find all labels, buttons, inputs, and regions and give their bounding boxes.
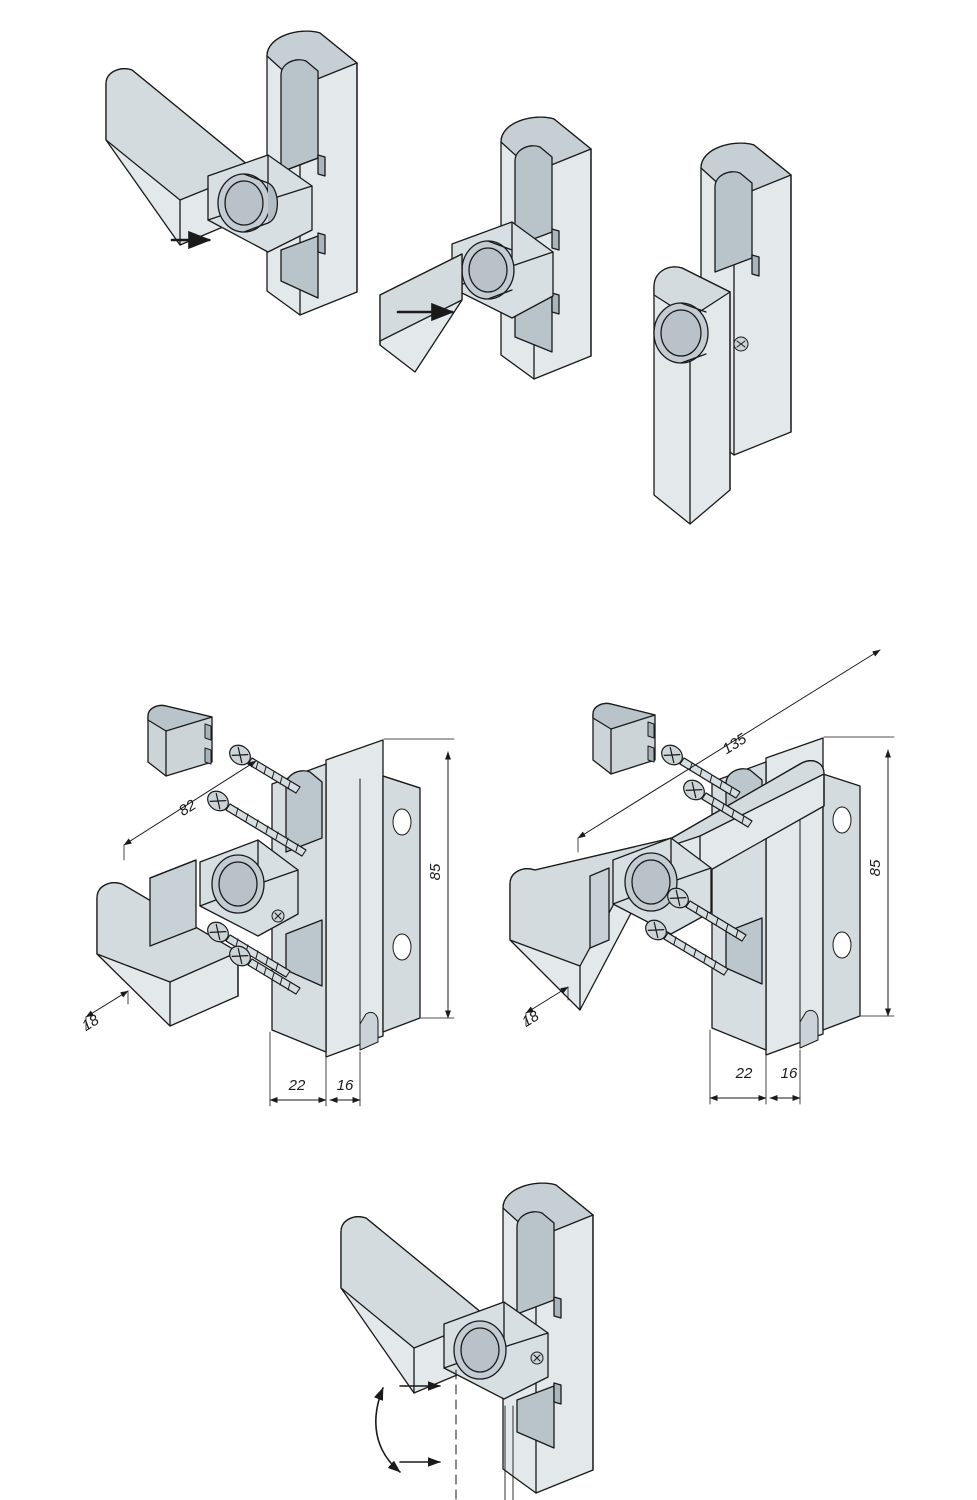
dim-22-right-label: 22 — [735, 1065, 753, 1082]
dim-22-left-label: 22 — [288, 1077, 306, 1094]
step-1-illustration — [105, 30, 358, 316]
dim-82-label: 82 — [176, 796, 200, 820]
dim-18-left-label: 18 — [79, 1011, 103, 1035]
dimension-view-right — [509, 649, 895, 1105]
dim-18r-line — [525, 986, 569, 1014]
dimension-view-left — [85, 704, 455, 1107]
panel-edge-lines — [504, 1405, 514, 1500]
dim-85-left-label: 85 — [427, 863, 444, 880]
dim-16-left-label: 16 — [337, 1077, 354, 1094]
dim-85-right-label: 85 — [867, 859, 884, 876]
bottom-rotation-view — [340, 1182, 594, 1500]
dim-82-line — [123, 760, 257, 846]
dim-135-line — [577, 649, 881, 839]
dim-16-right-label: 16 — [781, 1065, 798, 1082]
step-3-illustration — [653, 142, 792, 525]
step-2-illustration — [379, 116, 592, 380]
dim-18-line — [85, 990, 129, 1018]
dim-18-right-label: 18 — [519, 1007, 543, 1031]
rotation-arc-arrow — [374, 1387, 401, 1473]
